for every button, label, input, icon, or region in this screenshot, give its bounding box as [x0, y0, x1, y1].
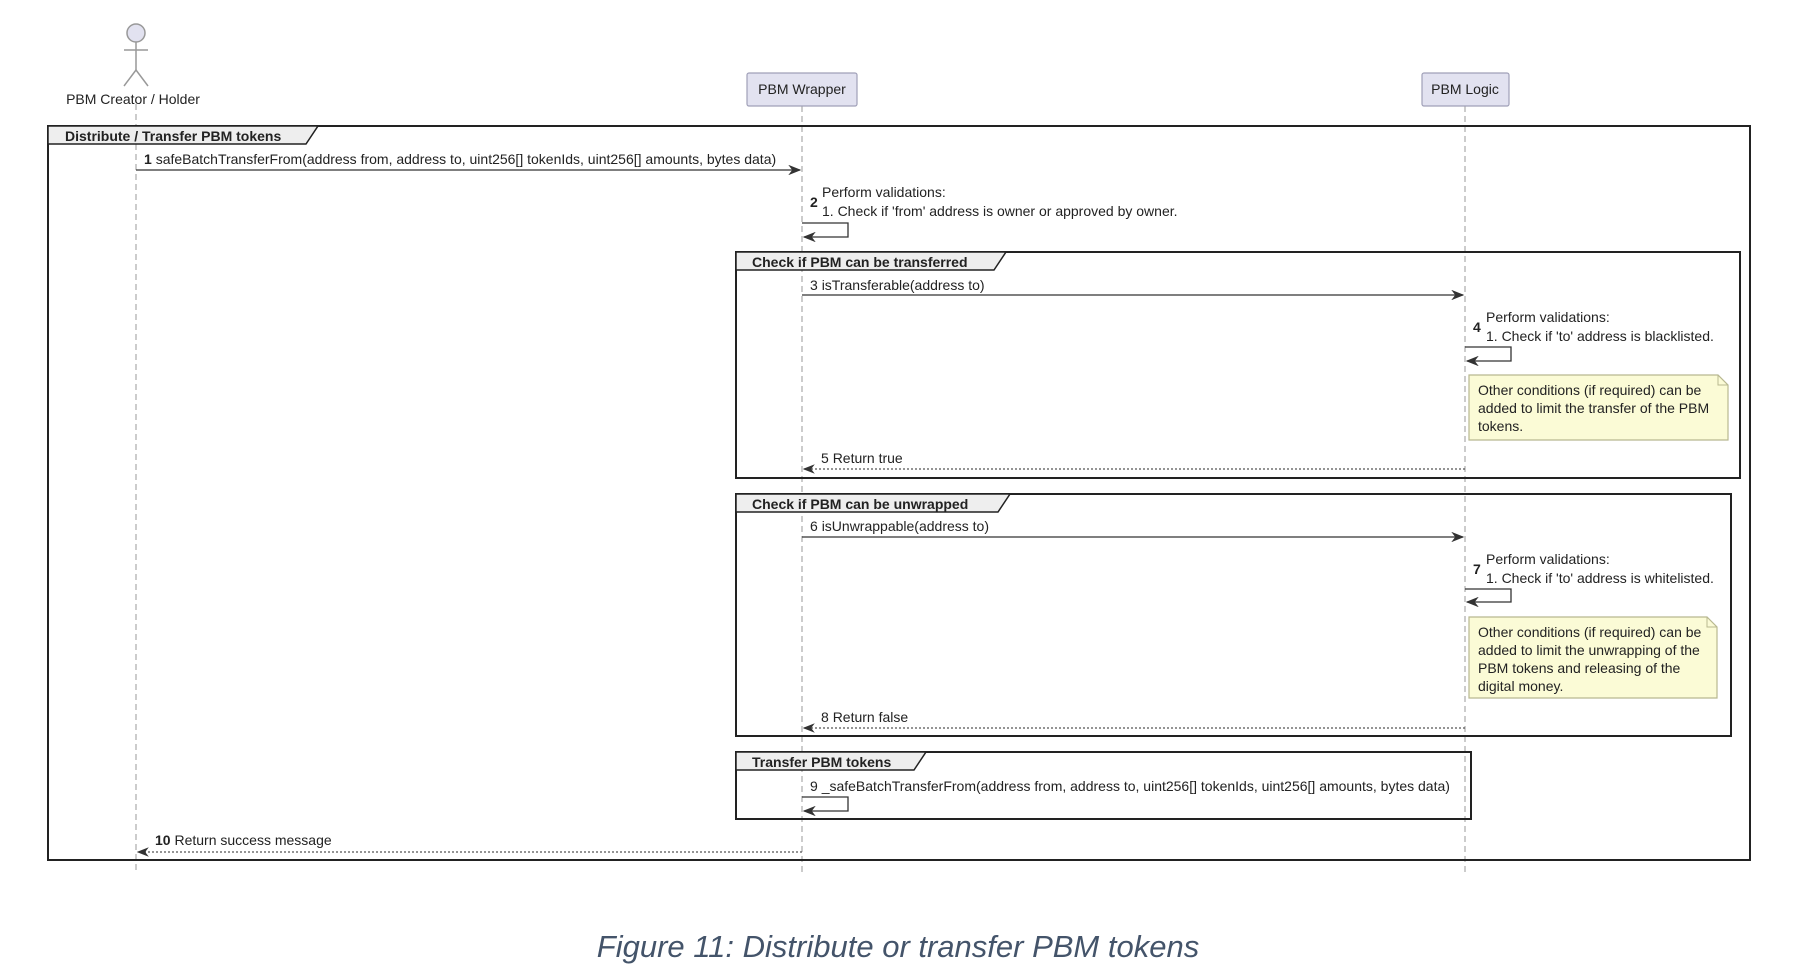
message-1: 1 safeBatchTransferFrom(address from, ad…	[136, 151, 802, 176]
message-8: 8 Return false	[802, 709, 1465, 733]
message-6: 6 isUnwrappable(address to)	[802, 518, 1465, 543]
message-4: 4 Perform validations: 1. Check if 'to' …	[1465, 309, 1714, 367]
message-9: 9 _safeBatchTransferFrom(address from, a…	[802, 778, 1450, 817]
svg-text:tokens.: tokens.	[1478, 418, 1523, 434]
svg-text:added to limit the transfer of: added to limit the transfer of the PBM	[1478, 400, 1709, 416]
message-7: 7 Perform validations: 1. Check if 'to' …	[1465, 551, 1714, 608]
svg-text:4: 4	[1473, 319, 1481, 335]
message-2: 2 Perform validations: 1. Check if 'from…	[802, 184, 1178, 243]
svg-text:added to limit the unwrapping: added to limit the unwrapping of the	[1478, 642, 1700, 658]
frame-title: Transfer PBM tokens	[752, 754, 891, 770]
message-5: 5 Return true	[802, 450, 1465, 474]
message-3: 3 isTransferable(address to)	[802, 277, 1465, 301]
logic-participant	[1421, 72, 1510, 107]
svg-text:9 _safeBatchTransferFrom(addre: 9 _safeBatchTransferFrom(address from, a…	[810, 778, 1450, 794]
frame-transfer: Transfer PBM tokens	[735, 751, 1472, 820]
actor-icon	[123, 23, 149, 87]
frame-transfer-check: Check if PBM can be transferred	[735, 251, 1741, 479]
svg-text:digital money.: digital money.	[1478, 678, 1563, 694]
svg-text:Perform validations:: Perform validations:	[822, 184, 946, 200]
figure-caption: Figure 11: Distribute or transfer PBM to…	[597, 929, 1199, 964]
svg-text:Perform validations:: Perform validations:	[1486, 551, 1610, 567]
svg-text:6 isUnwrappable(address to): 6 isUnwrappable(address to)	[810, 518, 989, 534]
frame-title: Check if PBM can be unwrapped	[752, 496, 968, 512]
wrapper-participant	[746, 72, 858, 107]
svg-text:1. Check if 'from' address is: 1. Check if 'from' address is owner or a…	[822, 203, 1178, 219]
note-unwrap: Other conditions (if required) can be ad…	[1468, 616, 1718, 699]
svg-text:10 Return success message: 10 Return success message	[155, 832, 332, 848]
note-transfer: Other conditions (if required) can be ad…	[1468, 374, 1729, 441]
message-10: 10 Return success message	[136, 832, 802, 857]
wrapper-label: PBM Wrapper	[758, 81, 846, 97]
frame-title: Distribute / Transfer PBM tokens	[65, 128, 281, 144]
svg-text:1. Check if 'to' address is bl: 1. Check if 'to' address is blacklisted.	[1486, 328, 1714, 344]
svg-text:Perform validations:: Perform validations:	[1486, 309, 1610, 325]
frame-outer: Distribute / Transfer PBM tokens	[47, 125, 1751, 861]
svg-text:5 Return true: 5 Return true	[821, 450, 903, 466]
frame-title: Check if PBM can be transferred	[752, 254, 968, 270]
svg-text:PBM tokens and releasing of th: PBM tokens and releasing of the	[1478, 660, 1681, 676]
svg-text:Other conditions (if required): Other conditions (if required) can be	[1478, 624, 1702, 640]
svg-text:7: 7	[1473, 561, 1481, 577]
actor-label: PBM Creator / Holder	[66, 91, 200, 107]
svg-text:2: 2	[810, 194, 818, 210]
logic-label: PBM Logic	[1431, 81, 1499, 97]
svg-text:Other conditions (if required): Other conditions (if required) can be	[1478, 382, 1702, 398]
svg-text:8 Return false: 8 Return false	[821, 709, 908, 725]
svg-text:3 isTransferable(address to): 3 isTransferable(address to)	[810, 277, 985, 293]
frame-unwrap-check: Check if PBM can be unwrapped	[735, 493, 1732, 737]
svg-text:1. Check if 'to' address is wh: 1. Check if 'to' address is whitelisted.	[1486, 570, 1714, 586]
svg-text:1 safeBatchTransferFrom(addres: 1 safeBatchTransferFrom(address from, ad…	[144, 151, 776, 167]
